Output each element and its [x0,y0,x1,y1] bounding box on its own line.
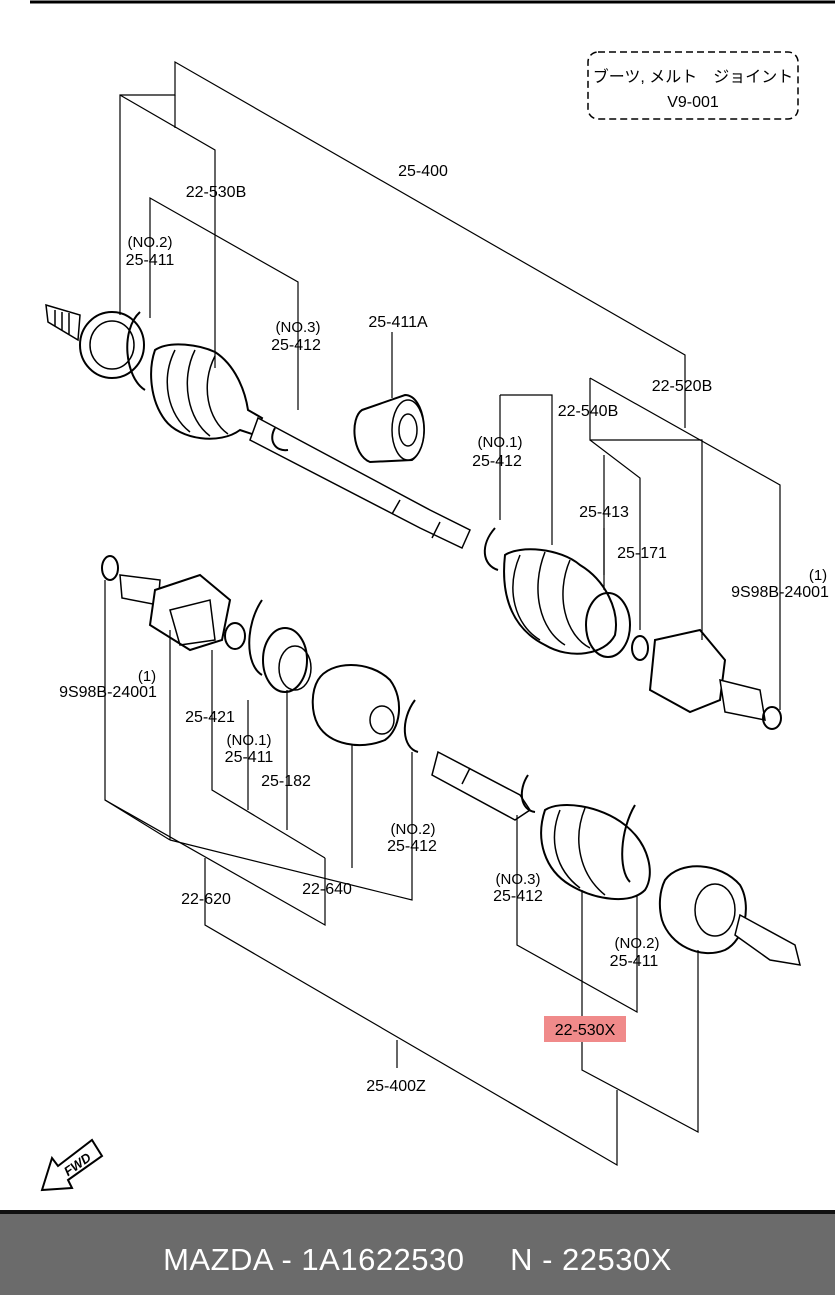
fwd-arrow-icon: FWD [40,1138,104,1192]
label-no2-a: (NO.2) [128,234,173,251]
label-9s98b-a[interactable]: 9S98B-24001 [731,584,829,601]
reference-title: ブーツ, メルト ジョイント [593,67,794,86]
label-22-620[interactable]: 22-620 [181,891,231,908]
label-25-411-c[interactable]: 25-411 [610,953,659,970]
label-22-540B[interactable]: 22-540B [558,403,619,420]
highlight-22-530X [544,1016,626,1042]
label-1-a: (1) [809,567,827,584]
upper-shaft-assembly [45,303,782,730]
label-25-413[interactable]: 25-413 [579,504,629,521]
label-25-411-a[interactable]: 25-411 [126,252,175,269]
part-number-caption: MAZDA - 1A1622530 N - 22530X [163,1242,672,1277]
label-no3-b: (NO.3) [496,871,541,888]
label-25-411A[interactable]: 25-411A [368,314,428,331]
label-25-412-c[interactable]: 25-412 [387,838,437,855]
label-no2-c: (NO.2) [615,935,660,952]
label-1-b: (1) [138,668,156,685]
parts-diagram: ブーツ, メルト ジョイント V9-001 [30,0,835,1192]
label-22-530X[interactable]: 22-530X [555,1022,616,1039]
label-22-530B[interactable]: 22-530B [186,184,247,201]
label-no1-b: (NO.1) [227,732,272,749]
reference-code: V9-001 [667,94,719,111]
label-25-412-a[interactable]: 25-412 [271,337,321,354]
label-no3-a: (NO.3) [276,319,321,336]
leader-lines [104,60,781,1167]
part-labels: 25-400 22-530B (NO.2) 25-411 (NO.3) 25-4… [59,163,829,1095]
label-25-412-b[interactable]: 25-412 [472,453,522,470]
footer-bar: MAZDA - 1A1622530 N - 22530X [0,1210,835,1295]
label-25-400Z[interactable]: 25-400Z [366,1078,426,1095]
label-9s98b-b[interactable]: 9S98B-24001 [59,684,157,701]
reference-box: ブーツ, メルト ジョイント V9-001 [587,51,799,120]
label-22-640[interactable]: 22-640 [302,881,352,898]
label-25-400[interactable]: 25-400 [398,163,448,180]
label-no1-a: (NO.1) [478,434,523,451]
label-25-171[interactable]: 25-171 [617,545,667,562]
label-no2-b: (NO.2) [391,821,436,838]
label-25-421[interactable]: 25-421 [185,709,235,726]
label-25-411-b[interactable]: 25-411 [225,749,274,766]
lower-shaft-assembly [101,555,802,966]
label-25-412-d[interactable]: 25-412 [493,888,543,905]
label-25-182[interactable]: 25-182 [261,773,311,790]
label-22-520B[interactable]: 22-520B [652,378,713,395]
